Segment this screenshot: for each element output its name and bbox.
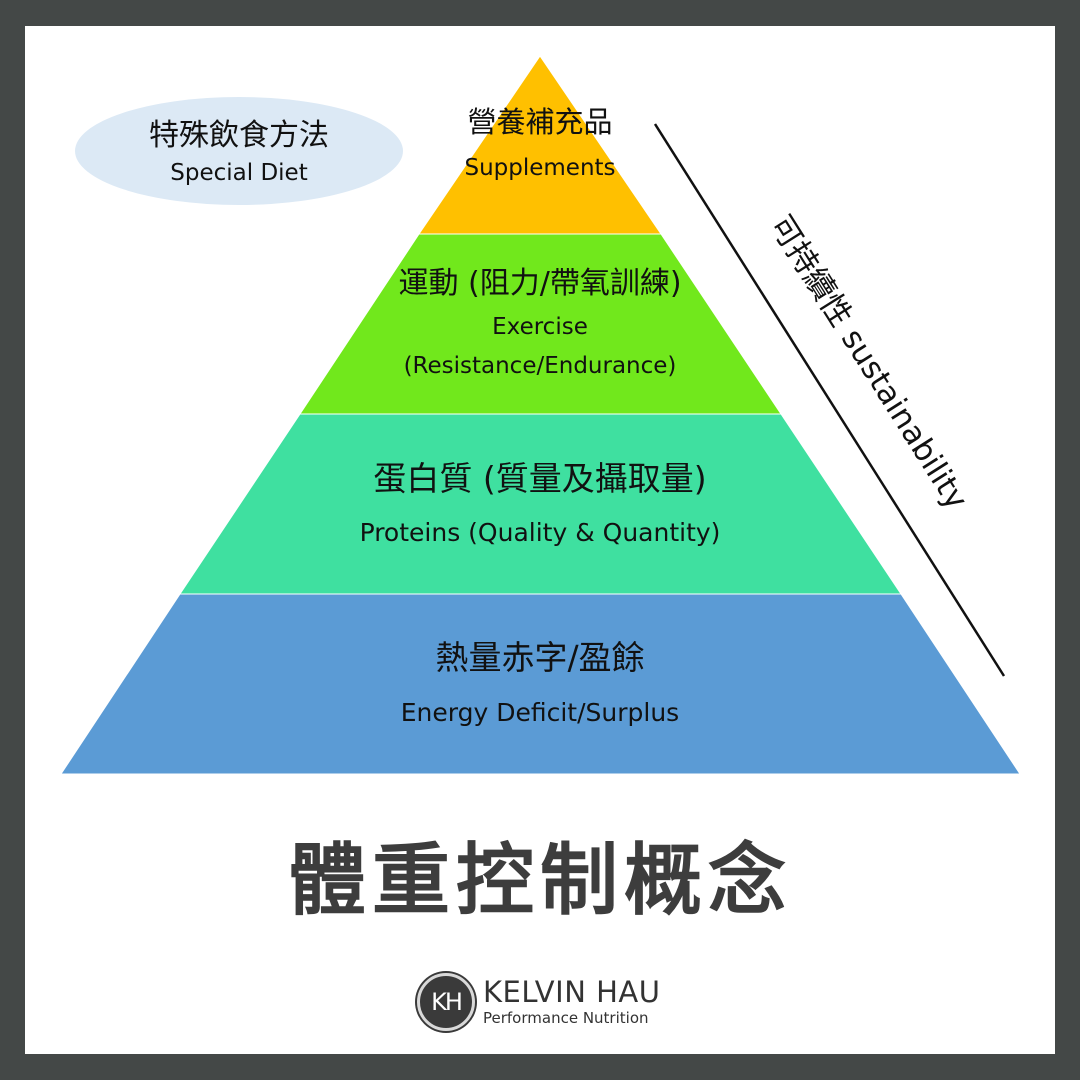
tier-proteins-en: Proteins (Quality & Quantity) bbox=[360, 518, 721, 547]
tier-energy-en: Energy Deficit/Surplus bbox=[401, 698, 679, 727]
tier-supplements-en: Supplements bbox=[464, 155, 615, 181]
special-diet-zh: 特殊飲食方法 bbox=[149, 118, 329, 153]
tier-exercise-zh: 運動 (阻力/帶氧訓練) bbox=[398, 266, 681, 301]
tier-energy bbox=[60, 593, 1021, 775]
brand-block: KH KELVIN HAU Performance Nutrition bbox=[417, 972, 661, 1032]
kh-logo-icon: KH bbox=[417, 973, 475, 1031]
tier-proteins-zh: 蛋白質 (質量及攝取量) bbox=[373, 459, 706, 498]
tier-supplements bbox=[418, 55, 662, 235]
special-diet-en: Special Diet bbox=[170, 160, 307, 186]
brand-text: KELVIN HAU Performance Nutrition bbox=[483, 976, 661, 1028]
tier-supplements-zh: 營養補充品 bbox=[467, 105, 612, 139]
special-diet-ellipse bbox=[75, 97, 403, 205]
tier-exercise-en2: (Resistance/Endurance) bbox=[404, 353, 677, 379]
sustainability-line bbox=[653, 123, 1006, 677]
brand-name: KELVIN HAU bbox=[483, 975, 661, 1009]
tier-proteins bbox=[179, 413, 902, 595]
tier-exercise-en: Exercise bbox=[492, 314, 588, 340]
tier-energy-zh: 熱量赤字/盈餘 bbox=[435, 638, 644, 677]
brand-subtitle: Performance Nutrition bbox=[483, 1009, 649, 1027]
page-title: 體重控制概念 bbox=[287, 836, 792, 926]
